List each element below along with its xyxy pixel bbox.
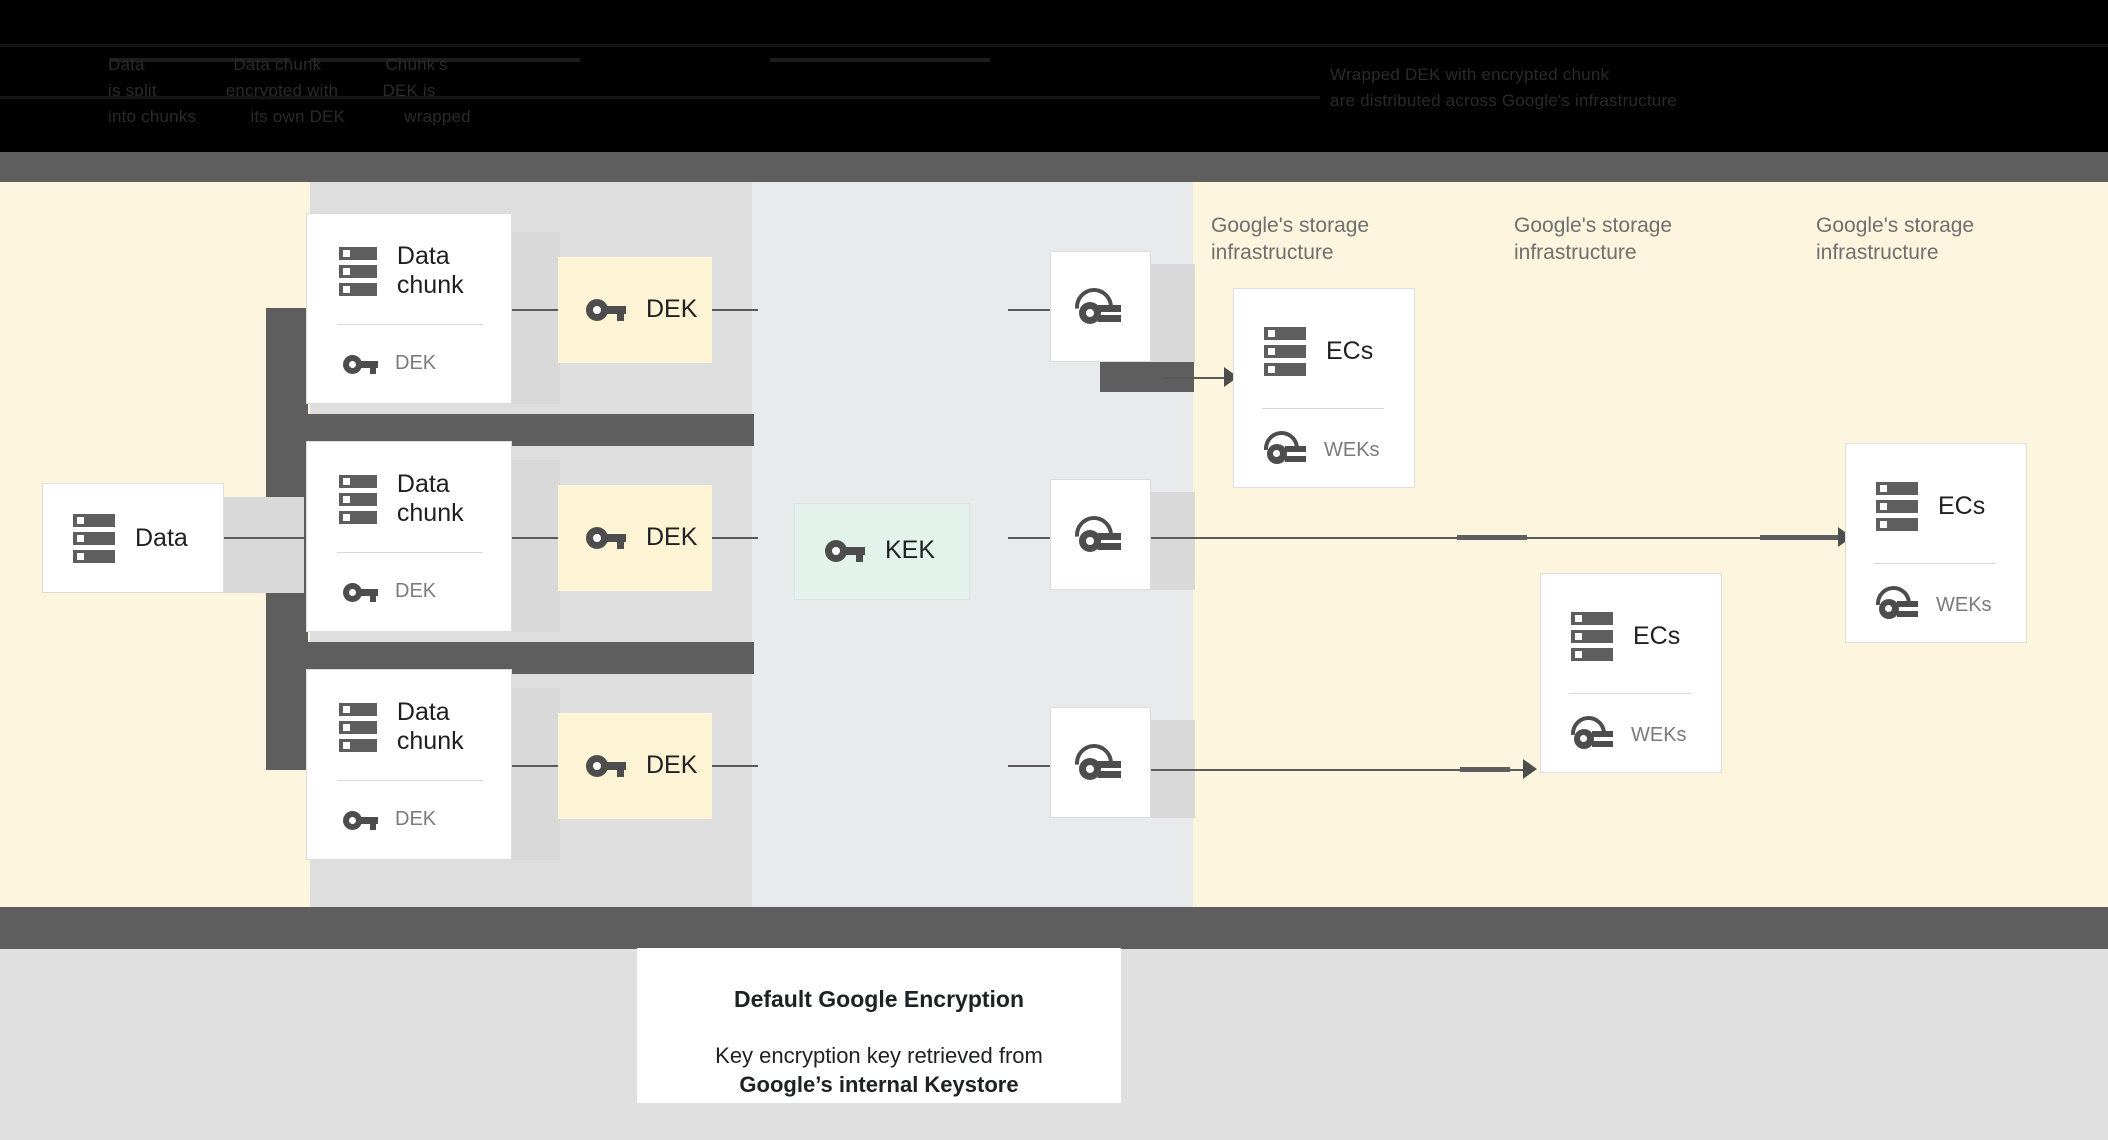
key-icon bbox=[586, 753, 626, 779]
chunk-card-2[interactable]: Data chunk DEK bbox=[306, 441, 512, 632]
storage-icon bbox=[73, 514, 115, 563]
chunk2-to-dek-line bbox=[512, 537, 558, 539]
kek-box[interactable]: KEK bbox=[794, 503, 970, 600]
wek-box-2[interactable] bbox=[1050, 479, 1151, 590]
ec-card-3[interactable]: ECs WEKs bbox=[1540, 573, 1722, 773]
key-icon bbox=[343, 353, 378, 375]
chunk-card-1[interactable]: Data chunk DEK bbox=[306, 213, 512, 404]
wek-box-3[interactable] bbox=[1050, 707, 1151, 818]
top-banner: Data Data chunk Chunk's is split encrypt… bbox=[0, 0, 2108, 152]
chunk-card-2-divider bbox=[337, 552, 483, 553]
wrapped-key-icon bbox=[1067, 280, 1121, 334]
wek3-to-ec3-line bbox=[1151, 769, 1531, 771]
wek2-line-segment-b bbox=[1760, 535, 1838, 540]
caption-card: Default Google Encryption Key encryption… bbox=[637, 948, 1121, 1103]
ec-card-2-title: ECs bbox=[1938, 492, 1986, 520]
storage-label-2: Google's storage infrastructure bbox=[1514, 214, 1673, 264]
chunk-card-1-shadow bbox=[512, 232, 560, 404]
chunk-card-1-key-label: DEK bbox=[395, 352, 437, 374]
bottom-dark-band bbox=[0, 907, 2108, 949]
wrapped-key-icon bbox=[1868, 578, 1919, 629]
key-icon bbox=[586, 297, 626, 323]
dek-box-1[interactable]: DEK bbox=[558, 257, 712, 363]
data-node-shadow bbox=[224, 497, 304, 593]
chunk-card-2-title: Data chunk bbox=[396, 470, 464, 527]
dek-box-2[interactable]: DEK bbox=[558, 485, 712, 591]
chunk-card-3-shadow bbox=[512, 688, 560, 860]
chunk1-to-dek-line bbox=[512, 309, 558, 311]
data-node-label: Data bbox=[135, 524, 188, 552]
kek-label: KEK bbox=[885, 536, 936, 564]
top-banner-line-2: is split encrypted with DEK is bbox=[108, 81, 436, 100]
dek-box-3-label: DEK bbox=[646, 751, 698, 779]
ec-card-3-title: ECs bbox=[1633, 622, 1681, 650]
top-dark-band bbox=[0, 152, 2108, 182]
storage-label-3: Google's storage infrastructure bbox=[1816, 214, 1975, 264]
caption-title: Default Google Encryption bbox=[733, 986, 1025, 1012]
dek-box-2-label: DEK bbox=[646, 523, 698, 551]
wek1-to-ec1-line bbox=[1164, 377, 1232, 379]
wek-box-1[interactable] bbox=[1050, 251, 1151, 362]
dek-box-1-label: DEK bbox=[646, 295, 698, 323]
chunk-card-2-key-label: DEK bbox=[395, 580, 437, 602]
ec-card-1[interactable]: ECs WEKs bbox=[1233, 288, 1415, 488]
chunk3-to-dek-line bbox=[512, 765, 558, 767]
chunk-card-2-shadow bbox=[512, 460, 560, 632]
chunk-card-3-key-label: DEK bbox=[395, 808, 437, 830]
wrapped-key-icon bbox=[1067, 508, 1121, 562]
dek-box-3[interactable]: DEK bbox=[558, 713, 712, 819]
wek-box-2-in-line bbox=[1008, 537, 1050, 539]
dek1-out-line bbox=[712, 309, 758, 311]
ec-card-3-divider bbox=[1569, 693, 1691, 694]
fanout-bracket-branch-1 bbox=[266, 414, 754, 446]
ec-card-1-divider bbox=[1262, 408, 1384, 409]
data-to-bracket-line bbox=[224, 537, 306, 539]
fanout-bracket-branch-2 bbox=[266, 642, 754, 674]
storage-icon bbox=[339, 246, 377, 296]
storage-icon bbox=[1264, 327, 1306, 376]
storage-icon bbox=[1571, 612, 1613, 661]
top-banner-line-1: Data Data chunk Chunk's bbox=[108, 55, 448, 74]
ec-card-2-divider bbox=[1874, 563, 1996, 564]
caption-line-1: Key encryption key retrieved from bbox=[715, 1043, 1043, 1068]
storage-icon bbox=[339, 702, 377, 752]
wek-box-3-in-line bbox=[1008, 765, 1050, 767]
ec-card-1-key-label: WEKs bbox=[1324, 438, 1380, 461]
wrapped-key-icon bbox=[1067, 736, 1121, 790]
key-icon bbox=[343, 809, 378, 831]
ec-card-1-title: ECs bbox=[1326, 337, 1374, 365]
wrapped-key-icon bbox=[1563, 708, 1614, 759]
wek-box-1-in-line bbox=[1008, 309, 1050, 311]
ec-card-3-key-label: WEKs bbox=[1631, 723, 1687, 746]
storage-label-1: Google's storage infrastructure bbox=[1211, 214, 1370, 264]
chunk-card-3-title: Data chunk bbox=[396, 698, 464, 755]
top-banner-line-5: are distributed across Google's infrastr… bbox=[1330, 91, 1677, 110]
key-icon bbox=[825, 538, 865, 564]
chunk-card-3[interactable]: Data chunk DEK bbox=[306, 669, 512, 860]
top-banner-line-4: Wrapped DEK with encrypted chunk bbox=[1330, 65, 1610, 84]
chunk-card-3-divider bbox=[337, 780, 483, 781]
chunk-card-1-divider bbox=[337, 324, 483, 325]
wrapped-key-icon bbox=[1256, 423, 1307, 474]
wek3-line-segment bbox=[1460, 767, 1510, 772]
wek2-line-segment-a bbox=[1457, 535, 1527, 540]
dek2-out-line bbox=[712, 537, 758, 539]
ec-card-2-key-label: WEKs bbox=[1936, 593, 1992, 616]
caption-line-2: Google’s internal Keystore bbox=[739, 1072, 1019, 1097]
key-icon bbox=[343, 581, 378, 603]
dek3-out-line bbox=[712, 765, 758, 767]
top-banner-line-3: into chunks its own DEK wrapped bbox=[108, 107, 471, 126]
storage-icon bbox=[339, 474, 377, 524]
chunk-card-1-title: Data chunk bbox=[396, 242, 464, 299]
key-icon bbox=[586, 525, 626, 551]
wek3-to-ec3-arrowhead bbox=[1523, 759, 1537, 779]
storage-icon bbox=[1876, 482, 1918, 531]
caption-body: Key encryption key retrieved from Google… bbox=[637, 1041, 1121, 1099]
data-node-card[interactable]: Data bbox=[42, 483, 224, 593]
ec-card-2[interactable]: ECs WEKs bbox=[1845, 443, 2027, 643]
